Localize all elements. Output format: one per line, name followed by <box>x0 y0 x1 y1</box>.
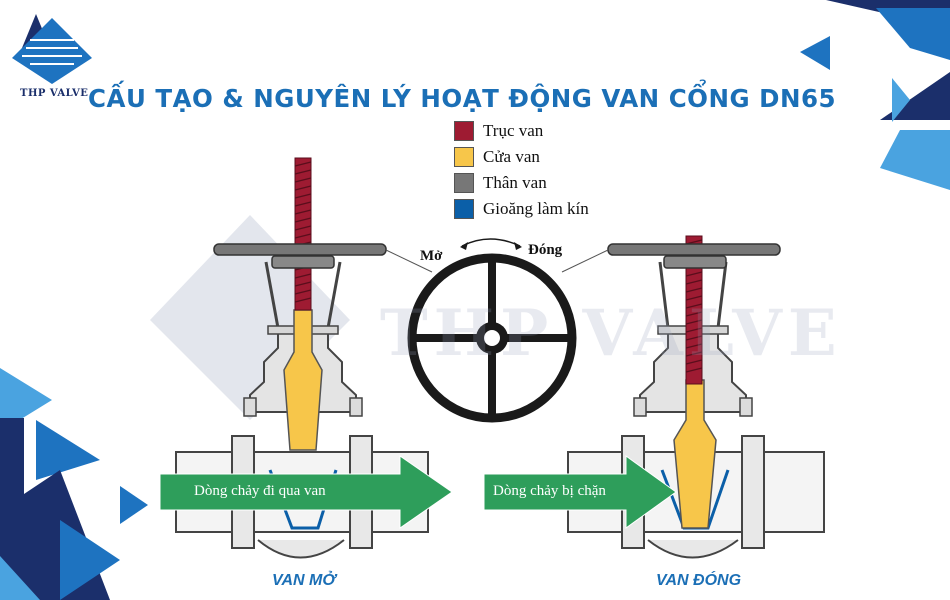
caption-open: VAN MỞ <box>272 572 336 589</box>
legend-item-body: Thân van <box>454 170 589 196</box>
legend-swatch <box>454 121 474 141</box>
legend: Trục van Cửa van Thân van Gioăng làm kín <box>454 118 589 222</box>
legend-label: Cửa van <box>483 147 540 166</box>
legend-swatch <box>454 173 474 193</box>
watermark-text: THP VALVE <box>380 296 843 371</box>
decor-bottom-left <box>0 368 148 600</box>
brand-logo-text: THP VALVE <box>20 88 89 99</box>
legend-item-stem: Trục van <box>454 118 589 144</box>
handwheel-open-label: Mở <box>420 248 443 264</box>
legend-label: Thân van <box>483 173 547 192</box>
legend-label: Trục van <box>483 121 544 140</box>
brand-logo <box>12 14 92 84</box>
legend-swatch <box>454 147 474 167</box>
valve-open <box>159 157 453 559</box>
legend-item-seal: Gioăng làm kín <box>454 196 589 222</box>
page-title: CẤU TẠO & NGUYÊN LÝ HOẠT ĐỘNG VAN CỔNG D… <box>88 84 837 113</box>
legend-swatch <box>454 199 474 219</box>
handwheel-close-label: Đóng <box>528 242 563 258</box>
decor-top-right <box>800 0 950 190</box>
legend-item-gate: Cửa van <box>454 144 589 170</box>
handwheel-diagram <box>385 238 609 423</box>
flow-label-open: Dòng chảy đi qua van <box>194 483 326 499</box>
caption-closed: VAN ĐÓNG <box>656 572 742 589</box>
flow-label-closed: Dòng chảy bị chặn <box>493 483 606 499</box>
legend-label: Gioăng làm kín <box>483 199 589 218</box>
valve-closed <box>483 235 825 559</box>
